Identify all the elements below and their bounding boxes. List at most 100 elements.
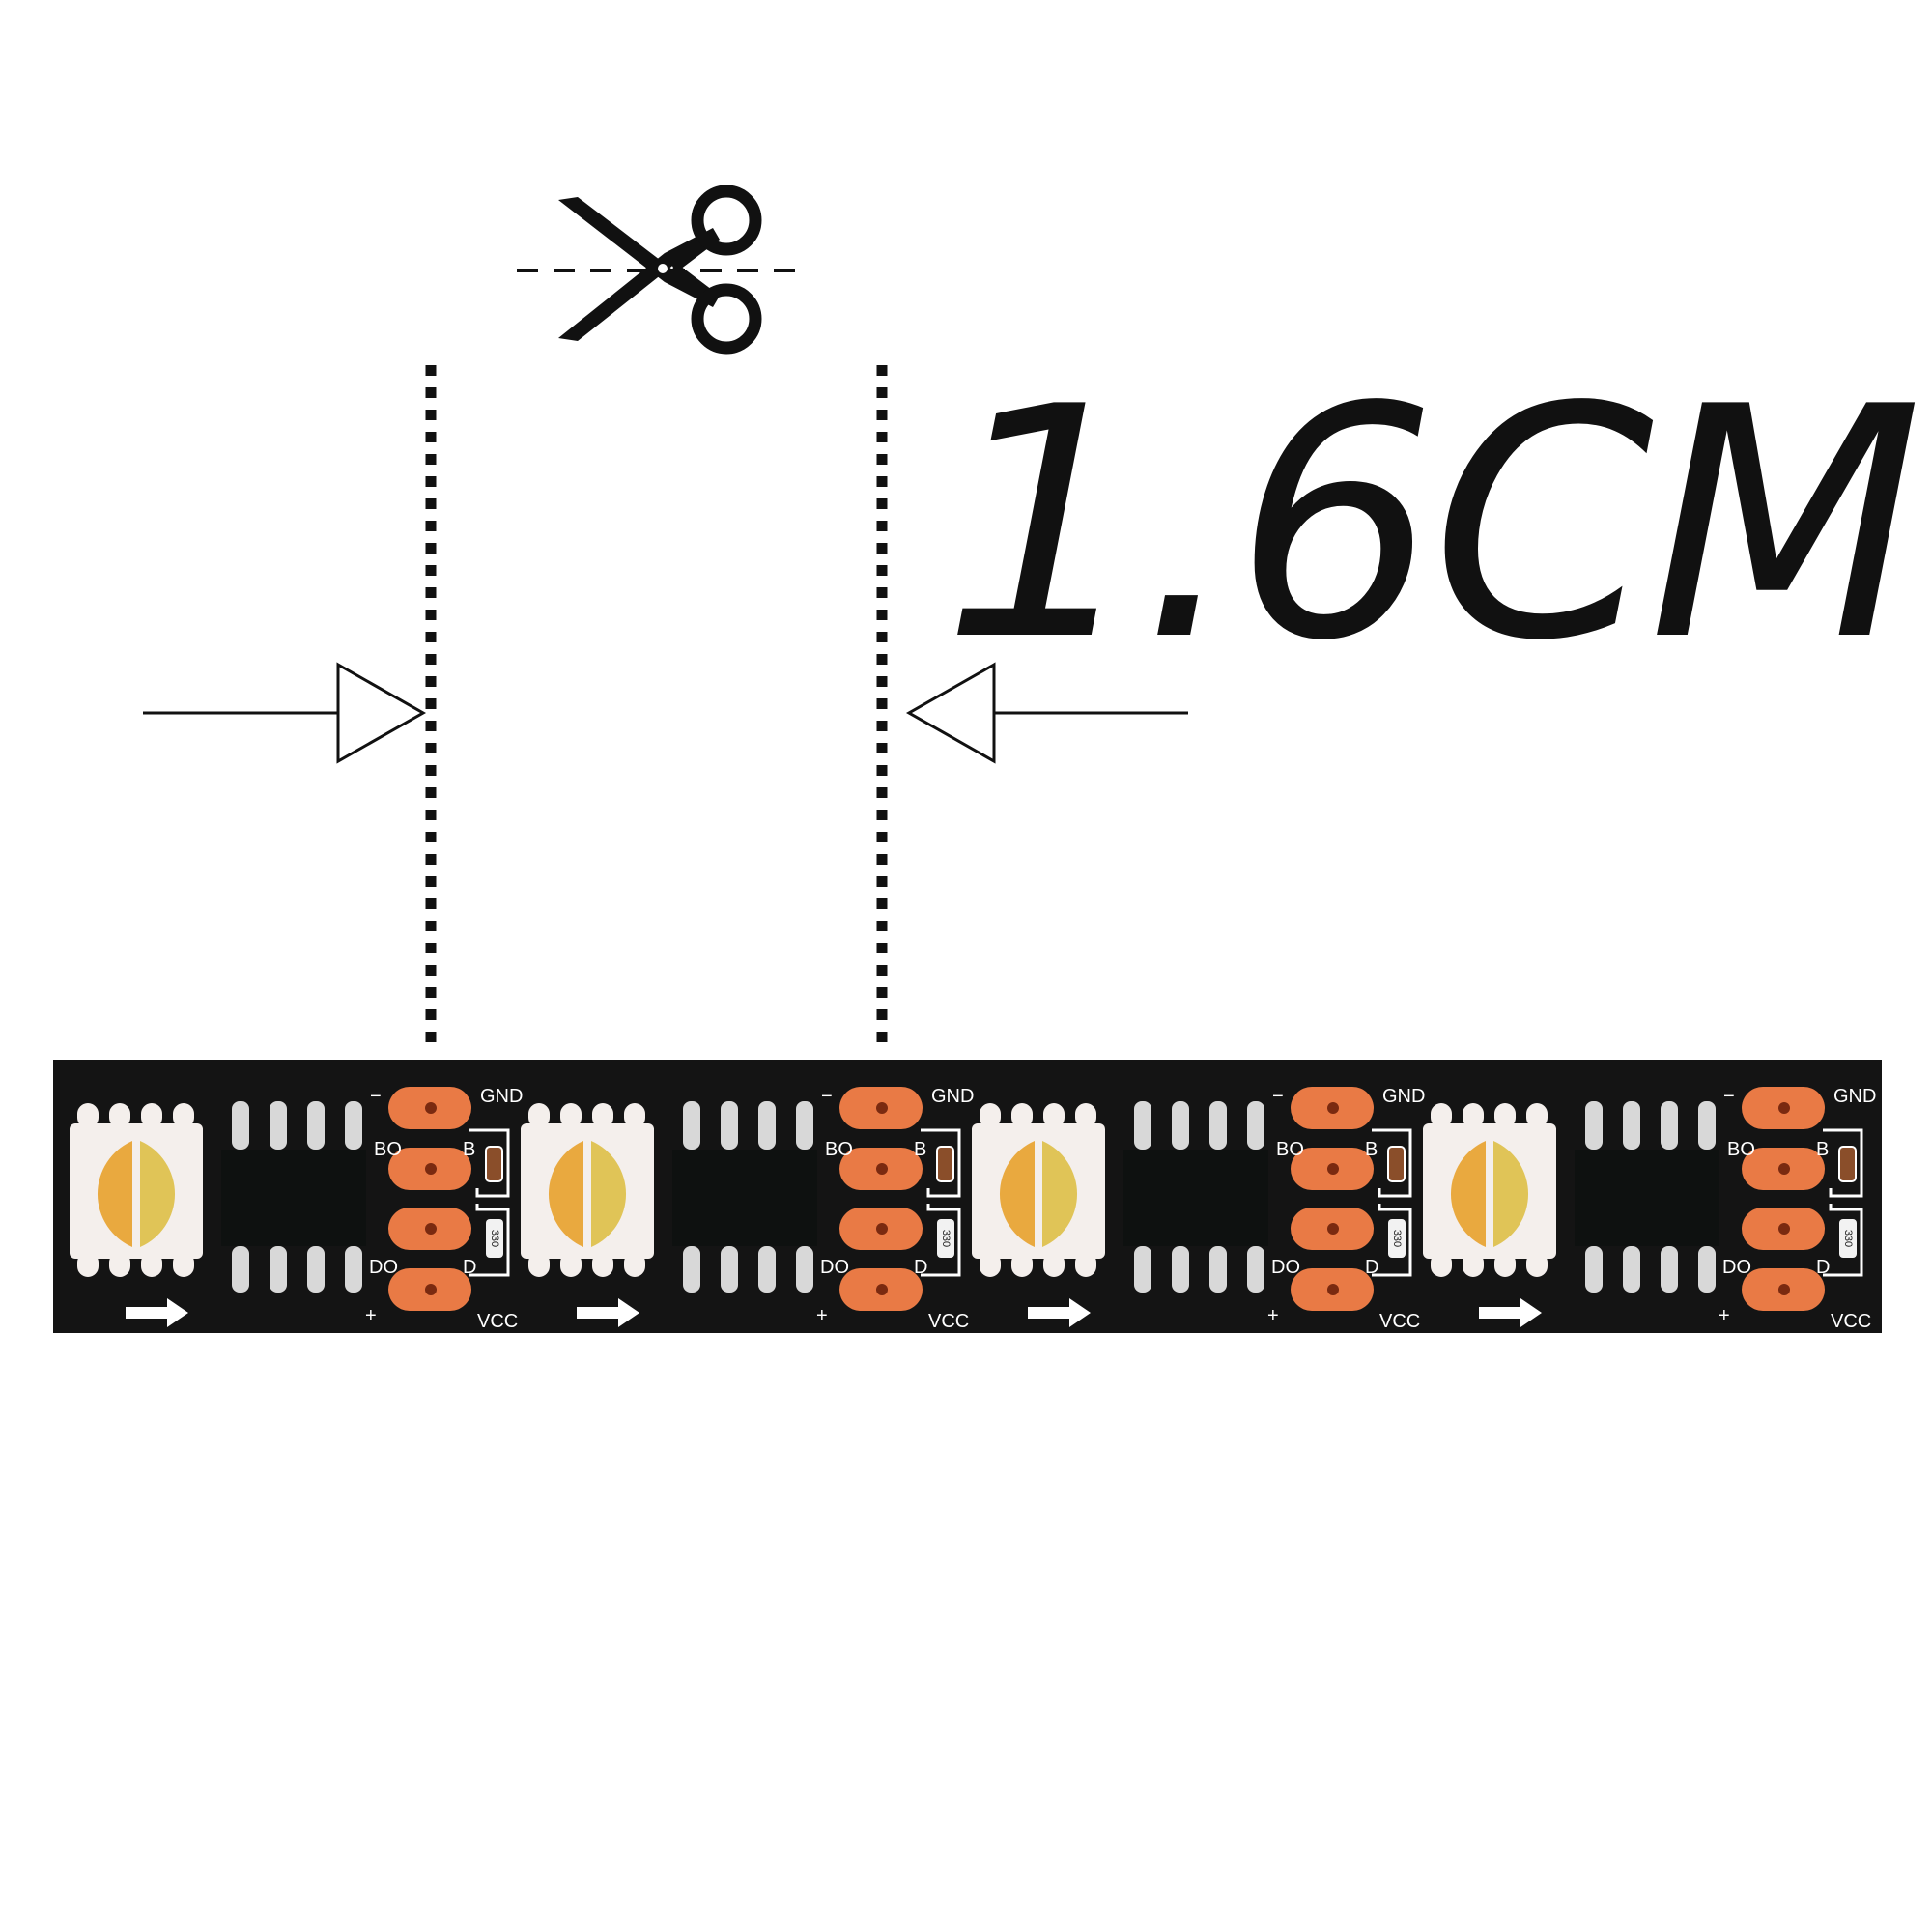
ic-pin [307, 1101, 325, 1150]
pad-label-gnd: GND [1833, 1086, 1876, 1107]
led-warm-die [97, 1141, 132, 1247]
pad-label-plus: + [1267, 1305, 1279, 1326]
led-neutral-die [591, 1141, 627, 1247]
led-pin [1075, 1103, 1096, 1128]
resistor-value: 330 [1391, 1230, 1403, 1247]
led-pin [592, 1103, 613, 1128]
pad-label-do: DO [820, 1257, 849, 1278]
pad-via [1327, 1163, 1339, 1175]
ic-pin [1661, 1246, 1678, 1293]
pad-via [1778, 1284, 1790, 1295]
led-warm-die [999, 1141, 1035, 1247]
led-pin [1526, 1103, 1548, 1128]
ic-pin [1172, 1246, 1189, 1293]
resistor [937, 1219, 954, 1258]
pad-label-vcc: VCC [477, 1311, 518, 1332]
pad-label-minus: − [370, 1086, 382, 1107]
pad-label-plus: + [365, 1305, 377, 1326]
strip-segment: − GND BO B DO D + VCC 330 [70, 1086, 523, 1332]
led-pin [1043, 1103, 1065, 1128]
pad-via [876, 1223, 888, 1235]
data-direction-arrow-icon [1479, 1298, 1542, 1327]
ic-pin [1698, 1246, 1716, 1293]
resistor-outline [1372, 1204, 1412, 1277]
led-warm-die [1450, 1141, 1486, 1247]
scissors-icon [517, 185, 802, 355]
led-pin [528, 1103, 550, 1128]
driver-ic [1123, 1150, 1268, 1246]
pad-label-d: D [1365, 1257, 1378, 1278]
led-neutral-die [1042, 1141, 1078, 1247]
ic-pin [345, 1246, 362, 1293]
pad-label-d: D [463, 1257, 476, 1278]
data-direction-arrow-icon [126, 1298, 188, 1327]
led-pin [1431, 1103, 1452, 1128]
resistor-value: 330 [1842, 1230, 1854, 1247]
ic-pin [721, 1246, 738, 1293]
ic-pin [1585, 1101, 1603, 1150]
ic-pin [1247, 1246, 1264, 1293]
resistor-outline [469, 1204, 510, 1277]
pad-label-gnd: GND [931, 1086, 974, 1107]
ic-pin [270, 1246, 287, 1293]
led-package [1423, 1123, 1556, 1259]
ic-pin [683, 1101, 700, 1150]
pad-label-plus: + [1719, 1305, 1730, 1326]
led-warm-die [548, 1141, 583, 1247]
pad-label-b: B [463, 1139, 475, 1160]
led-pin [77, 1103, 99, 1128]
resistor [486, 1219, 503, 1258]
capacitor [485, 1146, 503, 1182]
ic-pin [758, 1246, 776, 1293]
pad-label-minus: − [821, 1086, 833, 1107]
pad-via [1327, 1284, 1339, 1295]
capacitor [1387, 1146, 1406, 1182]
ic-pin [307, 1246, 325, 1293]
ic-pin [683, 1246, 700, 1293]
led-pin [980, 1103, 1001, 1128]
led-pin [1494, 1103, 1516, 1128]
resistor-outline [921, 1204, 961, 1277]
capacitor-outline [1372, 1128, 1412, 1198]
resistor-value: 330 [940, 1230, 952, 1247]
led-pin [560, 1103, 582, 1128]
ic-pin [1585, 1246, 1603, 1293]
led-pin [1011, 1103, 1033, 1128]
led-pin [1463, 1103, 1484, 1128]
pad-label-minus: − [1272, 1086, 1284, 1107]
resistor-value: 330 [489, 1230, 500, 1247]
pad-label-bo: BO [374, 1139, 402, 1160]
pad-label-minus: − [1723, 1086, 1735, 1107]
ic-pin [721, 1101, 738, 1150]
ic-pin [1134, 1101, 1151, 1150]
led-package [70, 1123, 203, 1259]
ic-pin [1623, 1101, 1640, 1150]
led-neutral-die [1493, 1141, 1529, 1247]
pad-label-plus: + [816, 1305, 828, 1326]
pad-label-do: DO [1271, 1257, 1300, 1278]
pad-via [425, 1223, 437, 1235]
data-direction-arrow-icon [577, 1298, 639, 1327]
ic-pin [345, 1101, 362, 1150]
resistor [1839, 1219, 1857, 1258]
pad-label-vcc: VCC [1379, 1311, 1420, 1332]
capacitor-outline [1823, 1128, 1863, 1198]
ic-pin [1209, 1246, 1227, 1293]
driver-ic [672, 1150, 817, 1246]
pad-via [1778, 1102, 1790, 1114]
ic-pin [1172, 1101, 1189, 1150]
capacitor-outline [469, 1128, 510, 1198]
pad-label-b: B [1365, 1139, 1378, 1160]
driver-ic [221, 1150, 366, 1246]
pad-label-gnd: GND [480, 1086, 523, 1107]
ic-pin [270, 1101, 287, 1150]
led-pin [141, 1103, 162, 1128]
ic-pin [1134, 1246, 1151, 1293]
pad-label-gnd: GND [1382, 1086, 1425, 1107]
pad-label-do: DO [369, 1257, 398, 1278]
